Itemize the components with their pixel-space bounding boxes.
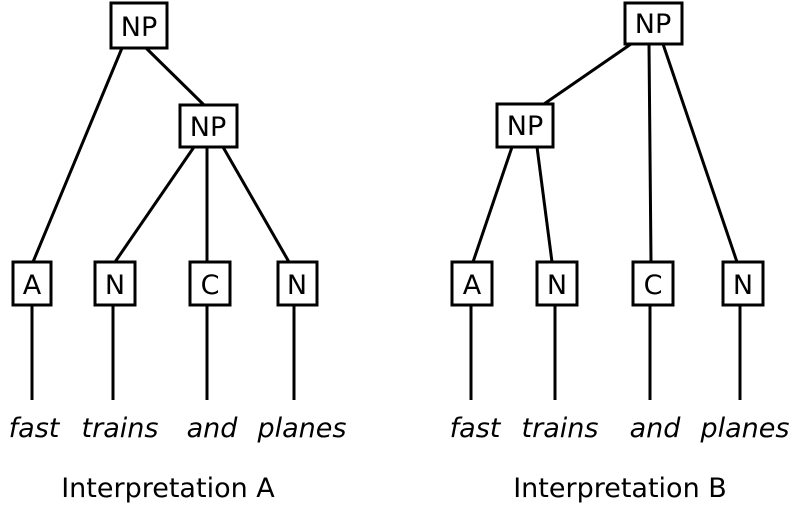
edge-rootnp-a [31,47,124,263]
node-label-c: C [644,270,663,301]
tree-interpretation-a: NP NP A N C N fast trains and planes Int… [9,1,347,504]
tree-a-words: fast trains and planes [9,413,347,444]
caption-interpretation-b: Interpretation B [513,473,727,504]
word-fast: fast [450,413,502,444]
edge-innernp-n1 [535,146,554,263]
node-label-n1: N [547,270,567,301]
node-box-a [450,260,494,307]
node-box-n2 [721,260,765,307]
word-fast: fast [9,413,61,444]
node-box-root-np [623,1,684,46]
edge-rootnp-c [647,43,653,263]
tree-a-labels: NP NP A N C N [23,12,307,301]
node-label-a: A [463,270,482,301]
edge-rootnp-n2 [661,43,739,263]
node-box-n2 [276,260,319,307]
edge-rootnp-innernp [144,46,206,107]
node-label-n1: N [105,270,125,301]
node-box-c [188,260,232,307]
node-box-root-np [109,1,169,50]
tree-interpretation-b: NP NP A N C N fast trains and planes Int… [450,1,790,504]
edge-innernp-n1 [113,146,196,263]
node-box-inner-np [178,103,239,149]
word-trains: trains [82,413,159,444]
word-and: and [187,413,239,444]
word-planes: planes [700,413,790,444]
node-label-root-np: NP [635,9,671,40]
node-box-c [631,260,675,307]
node-box-inner-np [495,102,555,149]
tree-b-words: fast trains and planes [450,413,790,444]
tree-b-edges [469,42,742,400]
node-box-n1 [535,260,579,307]
node-label-n2: N [287,270,307,301]
edge-innernp-n2 [221,146,291,263]
word-trains: trains [522,413,599,444]
tree-b-nodes [450,1,765,307]
node-label-n2: N [733,270,753,301]
word-planes: planes [257,413,347,444]
node-label-inner-np: NP [190,112,226,143]
caption-interpretation-a: Interpretation A [61,473,275,504]
node-label-inner-np: NP [507,111,543,142]
edge-innernp-a [471,146,514,263]
word-and: and [630,413,682,444]
node-label-a: A [23,270,42,301]
node-box-a [11,260,53,307]
node-box-n1 [93,260,137,307]
edge-rootnp-innernp [543,42,632,106]
tree-b-labels: NP NP A N C N [463,9,753,301]
tree-a-nodes [11,1,319,307]
node-label-c: C [201,270,220,301]
tree-a-edges [30,46,296,400]
node-label-root-np: NP [121,12,157,43]
